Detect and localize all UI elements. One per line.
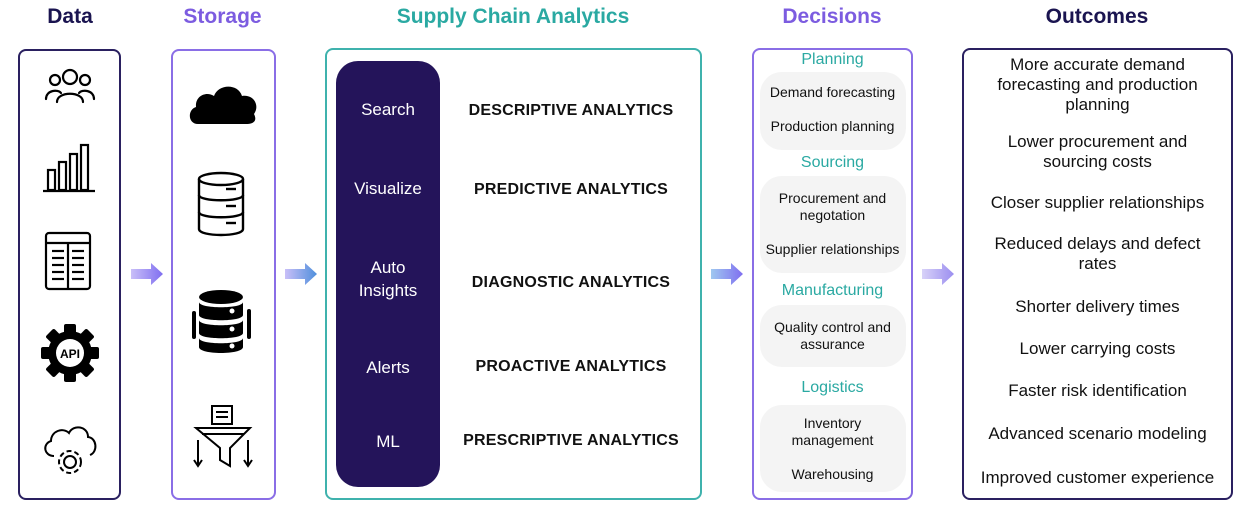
database-outline-icon [197, 171, 245, 237]
decision-item: Warehousing [791, 466, 874, 482]
outcome-item: Lower procurement and sourcing costs [1007, 132, 1188, 171]
decision-heading-logistics: Logistics [801, 379, 864, 396]
arrow-data-to-storage-icon [131, 263, 163, 285]
decision-group-sourcing [760, 176, 906, 273]
outcome-item: Reduced delays and defect rates [994, 234, 1201, 273]
outcome-item: Advanced scenario modeling [988, 424, 1207, 443]
storage-title: Storage [183, 5, 262, 28]
arrow-analytics-to-decisions-icon [711, 263, 743, 285]
analytics-prescriptive: PRESCRIPTIVE ANALYTICS [463, 432, 679, 449]
bar-chart-icon [43, 143, 95, 193]
cloud-icon [189, 86, 257, 124]
data-panel [18, 49, 121, 500]
analytics-diagnostic: DIAGNOSTIC ANALYTICS [471, 274, 671, 291]
decision-group-logistics [760, 405, 906, 492]
decision-item: Supplier relationships [765, 241, 900, 257]
outcome-item: Shorter delivery times [1015, 297, 1180, 316]
capability-search: Search [361, 100, 415, 119]
svg-text:API: API [60, 347, 80, 361]
arrow-storage-to-analytics-icon [285, 263, 317, 285]
spreadsheet-icon [44, 231, 92, 291]
analytics-proactive: PROACTIVE ANALYTICS [475, 358, 667, 375]
outcomes-title: Outcomes [1045, 5, 1149, 28]
database-filled-icon [192, 290, 251, 353]
decision-item: Production planning [770, 118, 895, 134]
decisions-title: Decisions [782, 5, 882, 28]
outcome-item: More accurate demand forecasting and pro… [997, 55, 1198, 114]
decision-item: Procurement and negotation [778, 190, 887, 223]
filter-funnel-icon [193, 405, 253, 468]
supply-chain-analytics-title: Supply Chain Analytics [396, 5, 630, 28]
outcome-item: Lower carrying costs [1019, 339, 1176, 358]
cloud-gear-icon [44, 426, 97, 474]
decision-heading-planning: Planning [801, 51, 864, 68]
api-gear-icon: API [41, 324, 99, 382]
decision-group-planning [760, 72, 906, 150]
analytics-descriptive: DESCRIPTIVE ANALYTICS [468, 102, 674, 119]
decision-item: Quality control and assurance [774, 319, 891, 352]
capability-visualize: Visualize [354, 179, 422, 198]
data-title: Data [47, 5, 93, 28]
outcome-item: Improved customer experience [980, 468, 1215, 487]
analytics-predictive: PREDICTIVE ANALYTICS [474, 181, 668, 198]
outcome-item: Faster risk identification [1008, 381, 1187, 400]
outcomes-panel [962, 48, 1233, 500]
capability-ml: ML [376, 432, 400, 451]
outcome-item: Closer supplier relationships [990, 193, 1205, 212]
decision-group-manufacturing [760, 305, 906, 367]
capabilities-pill [336, 61, 440, 487]
users-icon [44, 68, 96, 104]
decision-heading-sourcing: Sourcing [800, 154, 865, 171]
decision-item: Demand forecasting [769, 84, 896, 100]
capability-alerts: Alerts [366, 358, 410, 377]
capability-auto-insights: Auto Insights [358, 258, 418, 300]
arrow-decisions-to-outcomes-icon [922, 263, 954, 285]
decision-item: Inventory management [791, 415, 874, 448]
decision-heading-manufacturing: Manufacturing [781, 282, 884, 299]
